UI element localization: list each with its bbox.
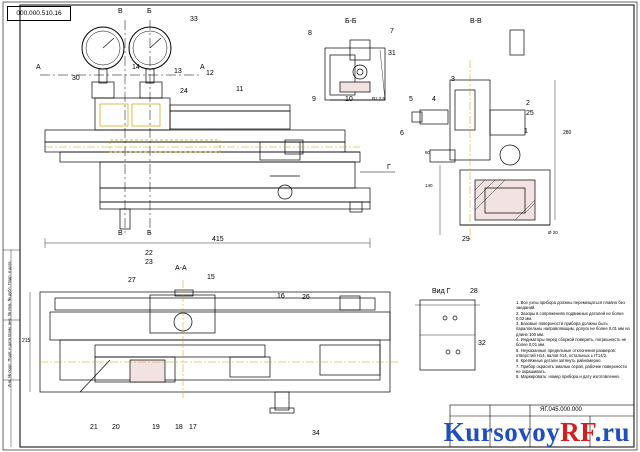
callout: 10 xyxy=(345,96,353,103)
title-block xyxy=(449,404,635,448)
callout: 1 xyxy=(524,128,528,135)
callout: 28 xyxy=(470,288,478,295)
view-g-small-label: Вид Г xyxy=(432,288,451,295)
callout: 26 xyxy=(302,294,310,301)
callout: 5 xyxy=(409,96,413,103)
view-v-label: В xyxy=(118,8,123,15)
callout: 31 xyxy=(388,50,396,57)
callout: 15 xyxy=(207,274,215,281)
title-code: ЯГ.045.000.000 xyxy=(540,407,582,413)
callout: 32 xyxy=(478,340,486,347)
stamp-code: 000.000.510.16 xyxy=(16,10,62,17)
callout: 12 xyxy=(206,70,214,77)
callout: 19 xyxy=(152,424,160,431)
dim-small-a: 80 xyxy=(425,150,431,155)
callout: 3 xyxy=(451,76,455,83)
callout: 27 xyxy=(128,277,136,284)
callout: 24 xyxy=(180,88,188,95)
note-item: 6. Крепёжные детали затянуть равномерно. xyxy=(516,358,602,364)
callout: 13 xyxy=(174,68,182,75)
view-v-label-bottom: В xyxy=(118,230,123,237)
note-item: 4. Индикаторы перед сборкой поверить, по… xyxy=(516,337,627,348)
section-aa xyxy=(29,280,400,414)
callout: 23 xyxy=(145,259,153,266)
callout: 30 xyxy=(72,75,80,82)
dim-main-width: 415 xyxy=(212,236,224,243)
callout: 34 xyxy=(312,430,320,437)
note-item: 8. Маркировать: номер прибора и дату изг… xyxy=(516,374,620,380)
callout: 33 xyxy=(190,16,198,23)
callout: 7 xyxy=(390,28,394,35)
callout: 6 xyxy=(400,130,404,137)
note-item: 1. Все узлы прибора должны перемещаться … xyxy=(516,300,625,311)
callout: 4 xyxy=(432,96,436,103)
callout: 29 xyxy=(462,236,470,243)
view-b-label: Б xyxy=(147,8,152,15)
section-aa-label: А-А xyxy=(175,265,187,272)
view-a-label-right: А xyxy=(200,64,205,71)
dim-right-height: 280 xyxy=(563,130,572,136)
section-bb-label: Б-Б xyxy=(345,18,357,25)
callout: 17 xyxy=(189,424,197,431)
watermark-part2: RF xyxy=(560,417,595,447)
callout: 18 xyxy=(175,424,183,431)
callout: 21 xyxy=(90,424,98,431)
section-vv-label: В-В xyxy=(470,18,482,25)
note-item: 7. Прибор окрасить эмалью серой, рабочие… xyxy=(516,363,627,374)
view-b-label-bottom: Б xyxy=(147,230,152,237)
drawing-stamp: 000.000.510.16 xyxy=(7,6,71,21)
watermark-part3: .ru xyxy=(594,417,630,447)
watermark: KursovoyRF.ru xyxy=(444,417,630,448)
callout: 16 xyxy=(277,293,285,300)
callout: 8 xyxy=(308,30,312,37)
callout: 25 xyxy=(526,110,534,117)
callout: 11 xyxy=(236,86,244,93)
note-item: 5. Неуказанные предельные отклонения раз… xyxy=(516,347,616,358)
section-vv xyxy=(411,29,556,240)
dim-small-d: Ø 20 xyxy=(548,230,558,235)
callout: 14 xyxy=(132,64,140,71)
dim-bottom-height: 215 xyxy=(22,338,31,344)
section-bb xyxy=(324,39,386,101)
view-a-label: А xyxy=(36,64,41,71)
note-item: 3. Базовые поверхности прибора должны бы… xyxy=(516,321,630,337)
view-g-label: Г xyxy=(387,164,391,171)
callout: 20 xyxy=(112,424,120,431)
view-g xyxy=(415,299,480,371)
side-text: Инв. № подл. Подп. и дата Взам. инв. № И… xyxy=(6,261,12,388)
callout: 9 xyxy=(312,96,316,103)
main-view xyxy=(40,20,395,248)
dim-small-c: Rz 2,5 xyxy=(372,96,386,101)
callout: 2 xyxy=(526,100,530,107)
technical-requirements: 1. Все узлы прибора должны перемещаться … xyxy=(516,300,630,379)
note-item: 2. Зазоры в сопряжениях подвижных детале… xyxy=(516,310,624,321)
dim-small-b: 140 xyxy=(425,183,433,188)
watermark-part1: Kursovoy xyxy=(443,417,561,447)
callout: 22 xyxy=(145,250,153,257)
